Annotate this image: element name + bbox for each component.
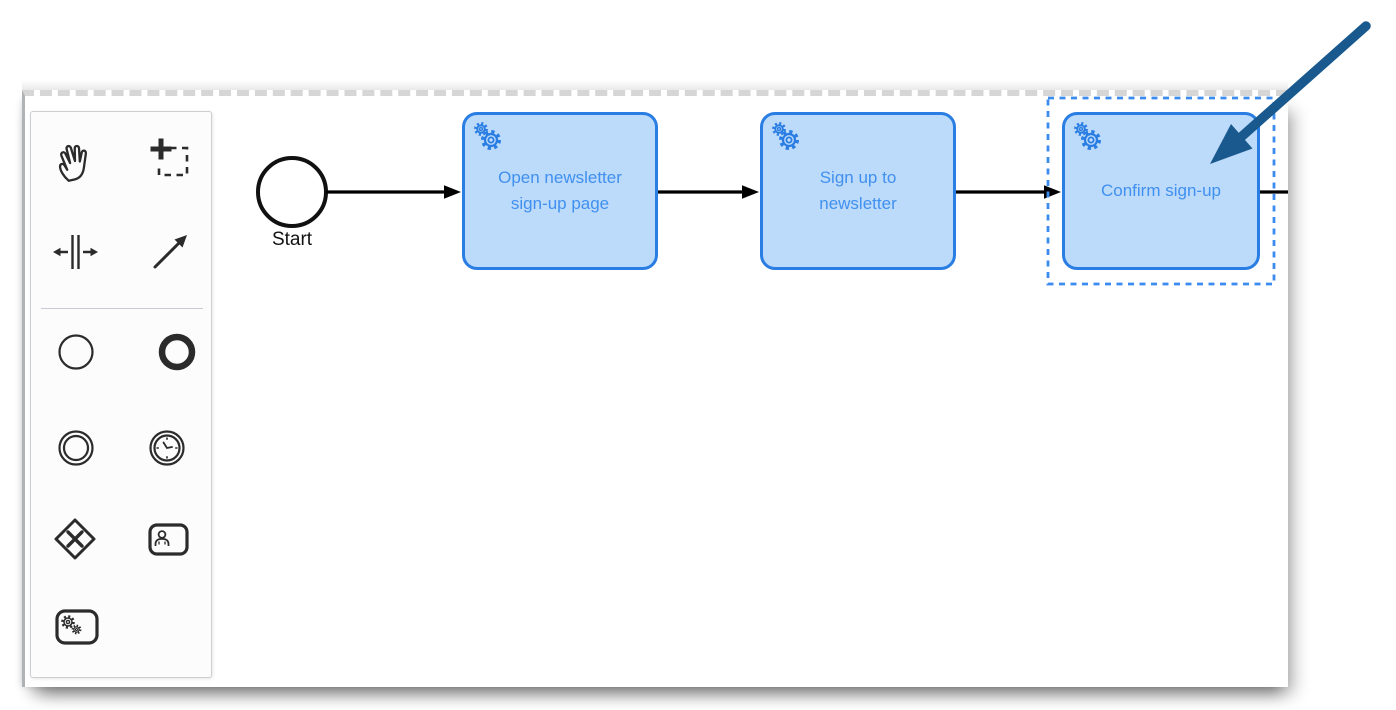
- task-label: Confirm sign-up: [1101, 181, 1221, 200]
- sequence-flow-3[interactable]: [956, 185, 1061, 199]
- task-open-newsletter-signup-page[interactable]: Open newsletter sign-up page: [462, 112, 658, 270]
- lasso-crosshair-icon: [150, 138, 189, 177]
- thick-circle-icon: [158, 333, 196, 371]
- diamond-x-icon: [54, 518, 96, 560]
- person-box-icon: [148, 523, 189, 556]
- diagram-layer: [256, 96, 1288, 286]
- clock-circle-icon: [149, 430, 185, 466]
- space-divider-icon: [53, 235, 98, 269]
- start-event-label: Start: [271, 229, 313, 250]
- double-circle-icon: [58, 430, 94, 466]
- service-task-gears-icon: [768, 119, 804, 155]
- service-task-gears-icon: [1070, 119, 1106, 155]
- create-intermediate-event-button[interactable]: [50, 422, 102, 474]
- thin-circle-icon: [58, 334, 94, 370]
- hand-tool-button[interactable]: [49, 136, 101, 188]
- task-confirm-sign-up[interactable]: Confirm sign-up: [1062, 112, 1260, 270]
- sequence-flow-2[interactable]: [658, 185, 759, 199]
- create-timer-event-button[interactable]: [141, 422, 193, 474]
- task-label: Sign up to newsletter: [819, 168, 897, 213]
- lasso-tool-button[interactable]: [146, 135, 198, 187]
- bpmn-canvas[interactable]: Open newsletter sign-up page Sign up to …: [22, 80, 1288, 687]
- task-label: Open newsletter sign-up page: [498, 168, 622, 213]
- connection-arrow-icon: [153, 235, 187, 269]
- sequence-flow-1[interactable]: [326, 185, 461, 199]
- start-event-shape[interactable]: [256, 156, 328, 228]
- task-sign-up-to-newsletter[interactable]: Sign up to newsletter: [760, 112, 956, 270]
- gears-box-icon: [55, 609, 99, 645]
- service-task-gears-icon: [470, 119, 506, 155]
- create-service-task-button[interactable]: [50, 602, 102, 654]
- tool-palette: [30, 111, 212, 678]
- create-end-event-button[interactable]: [151, 326, 203, 378]
- space-tool-button[interactable]: [49, 226, 101, 278]
- create-user-task-button[interactable]: [142, 513, 194, 565]
- hand-icon: [58, 144, 88, 182]
- create-gateway-button[interactable]: [49, 513, 101, 565]
- palette-separator: [41, 308, 203, 309]
- global-connect-tool-button[interactable]: [144, 226, 196, 278]
- create-start-event-button[interactable]: [50, 326, 102, 378]
